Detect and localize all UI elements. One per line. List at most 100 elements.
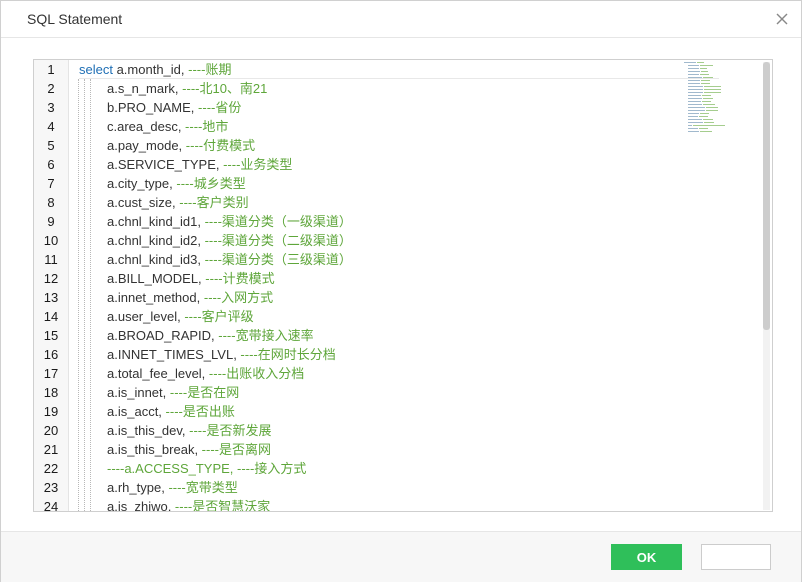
minimap-line xyxy=(688,80,700,81)
code-line[interactable]: a.chnl_kind_id3, ----渠道分类（三级渠道） xyxy=(107,250,747,269)
sql-identifier: a.rh_type, xyxy=(107,480,169,495)
sql-keyword: select xyxy=(79,62,113,77)
code-line[interactable]: a.rh_type, ----宽带类型 xyxy=(107,478,747,497)
line-number: 21 xyxy=(43,442,59,457)
code-minimap[interactable] xyxy=(684,60,754,160)
sql-identifier: a.chnl_kind_id2, xyxy=(107,233,205,248)
sql-comment: ----出账收入分档 xyxy=(208,366,305,381)
code-line[interactable]: a.is_this_dev, ----是否新发展 xyxy=(107,421,747,440)
minimap-line xyxy=(688,128,698,129)
line-number: 16 xyxy=(43,347,59,362)
sql-identifier: a.is_acct, xyxy=(107,404,166,419)
sql-identifier: a.chnl_kind_id1, xyxy=(107,214,205,229)
code-line[interactable]: a.innet_method, ----入网方式 xyxy=(107,288,747,307)
sql-comment: ----是否在网 xyxy=(169,385,240,400)
sql-comment: ----是否新发展 xyxy=(189,423,272,438)
code-line[interactable]: ----a.ACCESS_TYPE, ----接入方式 xyxy=(107,459,747,478)
minimap-comment xyxy=(702,104,715,105)
sql-comment: ----是否出账 xyxy=(165,404,235,419)
code-line[interactable]: a.cust_size, ----客户类别 xyxy=(107,193,747,212)
code-line[interactable]: a.BILL_MODEL, ----计费模式 xyxy=(107,269,747,288)
code-line[interactable]: a.city_type, ----城乡类型 xyxy=(107,174,747,193)
sql-comment: ----渠道分类（三级渠道） xyxy=(204,252,352,267)
sql-identifier: a.s_n_mark, xyxy=(107,81,183,96)
line-number: 12 xyxy=(43,271,59,286)
line-number: 24 xyxy=(43,499,59,512)
minimap-line xyxy=(688,104,702,105)
minimap-line xyxy=(688,122,704,123)
minimap-comment xyxy=(698,116,709,117)
sql-identifier: a.cust_size, xyxy=(107,195,180,210)
code-line[interactable]: c.area_desc, ----地市 xyxy=(107,117,747,136)
line-number: 19 xyxy=(43,404,59,419)
line-number: 11 xyxy=(44,252,58,267)
minimap-comment xyxy=(706,110,719,111)
code-line[interactable]: select a.month_id, ----账期 xyxy=(79,60,719,79)
vertical-scrollbar-thumb[interactable] xyxy=(763,62,770,330)
sql-identifier: a.innet_method, xyxy=(107,290,204,305)
sql-comment: ----a.ACCESS_TYPE, ----接入方式 xyxy=(107,461,307,476)
sql-identifier: a.INNET_TIMES_LVL, xyxy=(107,347,241,362)
code-line[interactable]: a.INNET_TIMES_LVL, ----在网时长分档 xyxy=(107,345,747,364)
indent-guide xyxy=(90,79,92,511)
sql-comment: ----计费模式 xyxy=(205,271,275,286)
minimap-comment xyxy=(706,107,719,108)
line-number: 22 xyxy=(43,461,59,476)
line-number: 23 xyxy=(43,480,59,495)
sql-identifier: a.city_type, xyxy=(107,176,177,191)
minimap-line xyxy=(688,119,702,120)
indent-guide xyxy=(78,79,80,511)
line-number: 4 xyxy=(47,119,55,134)
line-number: 7 xyxy=(47,176,55,191)
sql-comment: ----在网时长分档 xyxy=(240,347,336,362)
minimap-comment xyxy=(703,98,713,99)
code-line[interactable]: a.s_n_mark, ----北10、南21 xyxy=(107,79,747,98)
minimap-comment xyxy=(704,92,722,93)
minimap-comment xyxy=(698,128,709,129)
minimap-comment xyxy=(700,71,708,72)
sql-identifier: a.is_this_dev, xyxy=(107,423,190,438)
close-button[interactable] xyxy=(773,10,791,28)
code-line[interactable]: a.pay_mode, ----付费模式 xyxy=(107,136,747,155)
line-number: 13 xyxy=(43,290,59,305)
sql-identifier: a.is_zhiwo, xyxy=(107,499,175,511)
code-line[interactable]: a.user_level, ----客户评级 xyxy=(107,307,747,326)
code-line[interactable]: a.SERVICE_TYPE, ----业务类型 xyxy=(107,155,747,174)
dialog-header: SQL Statement xyxy=(1,1,801,38)
minimap-comment xyxy=(699,65,713,66)
minimap-line xyxy=(688,110,706,111)
vertical-scrollbar[interactable] xyxy=(763,62,770,510)
minimap-comment xyxy=(701,101,712,102)
minimap-comment xyxy=(693,125,726,126)
minimap-comment xyxy=(699,68,707,69)
minimap-line xyxy=(688,83,700,84)
ok-button[interactable]: OK xyxy=(611,544,682,570)
code-line[interactable]: a.is_acct, ----是否出账 xyxy=(107,402,747,421)
minimap-comment xyxy=(704,86,722,87)
sql-identifier: a.user_level, xyxy=(107,309,185,324)
line-number: 6 xyxy=(47,157,55,172)
minimap-line xyxy=(688,101,701,102)
sql-comment: ----宽带类型 xyxy=(168,480,238,495)
sql-comment: ----付费模式 xyxy=(185,138,256,153)
code-line[interactable]: a.BROAD_RAPID, ----宽带接入速率 xyxy=(107,326,747,345)
line-number: 3 xyxy=(47,100,55,115)
cancel-button[interactable] xyxy=(701,544,771,570)
code-line[interactable]: a.chnl_kind_id2, ----渠道分类（二级渠道） xyxy=(107,231,747,250)
minimap-comment xyxy=(700,83,711,84)
code-line[interactable]: a.total_fee_level, ----出账收入分档 xyxy=(107,364,747,383)
code-line[interactable]: a.is_this_break, ----是否离网 xyxy=(107,440,747,459)
sql-identifier: a.is_innet, xyxy=(107,385,170,400)
code-line[interactable]: a.chnl_kind_id1, ----渠道分类（一级渠道） xyxy=(107,212,747,231)
code-line[interactable]: b.PRO_NAME, ----省份 xyxy=(107,98,747,117)
code-line[interactable]: a.is_innet, ----是否在网 xyxy=(107,383,747,402)
minimap-line xyxy=(688,116,698,117)
sql-comment: ----是否智慧沃家 xyxy=(174,499,271,511)
minimap-line xyxy=(688,95,701,96)
code-line[interactable]: a.is_zhiwo, ----是否智慧沃家 xyxy=(107,497,747,511)
minimap-line xyxy=(684,62,696,63)
sql-comment: ----账期 xyxy=(188,62,232,77)
